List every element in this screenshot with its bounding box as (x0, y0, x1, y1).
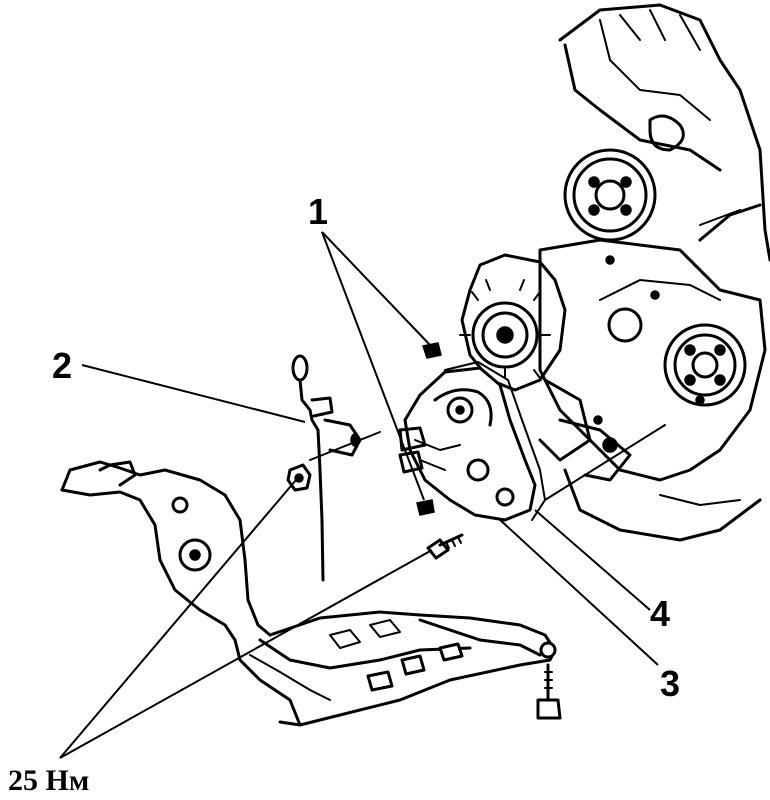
torque-label: 25 Нм (8, 764, 89, 797)
oil-pump-housing (398, 366, 537, 522)
splash-shield (60, 460, 562, 727)
retaining-clips (416, 342, 442, 516)
callout-4: 4 (650, 593, 670, 634)
callout-3: 3 (660, 663, 680, 704)
callout-1: 1 (308, 191, 328, 232)
gear-housing (459, 253, 632, 482)
oil-dipstick (291, 354, 362, 582)
leader-lines (59, 231, 666, 759)
callout-2: 2 (52, 345, 72, 386)
engine-block (538, 3, 770, 542)
pump-bolt (426, 533, 464, 560)
